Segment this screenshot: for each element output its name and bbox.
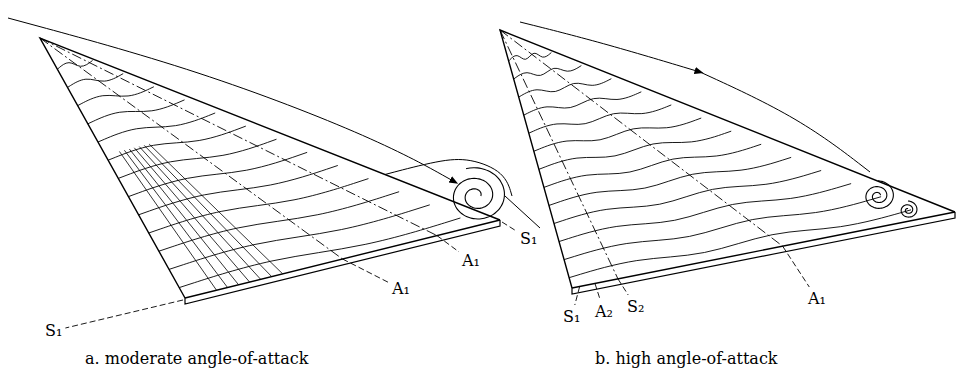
surface-streamline	[78, 87, 154, 106]
surface-streamline	[68, 74, 124, 88]
leader-line	[437, 236, 459, 252]
surface-streamline	[544, 144, 761, 187]
vortex-axis-extension	[505, 196, 540, 228]
surface-streamline	[569, 210, 911, 278]
attached-flow-line	[124, 150, 227, 287]
leading-edge	[40, 38, 500, 298]
vortex-sheet	[385, 160, 512, 196]
attached-flow-line	[129, 149, 238, 285]
attachment-line	[40, 38, 437, 236]
surface-streamline	[179, 218, 460, 288]
incoming-streamline	[520, 22, 700, 72]
leader-line	[595, 283, 600, 300]
surface-streamline	[509, 52, 552, 60]
surface-streamline	[139, 165, 338, 214]
attached-flow-line	[144, 145, 271, 276]
trailing-edge	[572, 212, 955, 288]
surface-streamline	[128, 152, 307, 196]
surface-streamline	[534, 118, 701, 151]
surface-streamline	[514, 66, 582, 79]
surface-streamline	[564, 197, 881, 260]
surface-streamline	[539, 131, 731, 169]
attachment-line-label: A₁	[808, 290, 826, 308]
surface-streamline	[524, 92, 642, 115]
surface-streamline	[98, 113, 215, 142]
surface-streamline	[118, 139, 276, 178]
surface-streamline	[529, 105, 671, 133]
secondary-vortex	[901, 201, 917, 217]
attachment-line	[500, 30, 783, 246]
surface-streamline	[169, 205, 430, 270]
leader-line	[575, 286, 580, 305]
panel-a	[8, 18, 540, 304]
primary-vortex	[453, 168, 504, 219]
subfigure-caption: a. moderate angle-of-attack	[85, 350, 308, 368]
separation-line-label: S₁	[45, 322, 62, 340]
leader-line	[502, 222, 517, 231]
streamline-into-vortex	[8, 18, 455, 182]
attached-flow-line	[134, 148, 249, 282]
surface-streamline	[57, 60, 92, 69]
separation-line-label: S₁	[520, 230, 537, 248]
attachment-line-label: A₁	[392, 280, 410, 298]
leader-line	[618, 279, 628, 295]
attachment-line-label: A₂	[595, 303, 613, 321]
subfigure-caption: b. high angle-of-attack	[595, 350, 778, 368]
leader-line	[783, 246, 810, 287]
leading-edge	[500, 30, 955, 288]
trailing-edge	[185, 220, 500, 298]
primary-vortex	[866, 181, 893, 209]
attached-flow-line	[119, 151, 216, 290]
separation-line	[500, 30, 618, 279]
panel-b	[500, 22, 955, 294]
attached-flow-line	[149, 144, 282, 274]
surface-streamline	[519, 79, 612, 97]
trailing-edge-thickness	[572, 212, 955, 294]
attached-flow-line	[139, 147, 260, 280]
separation-line-label: S₁	[563, 308, 580, 326]
leader-line	[65, 300, 183, 328]
incoming-streamline	[700, 72, 870, 172]
surface-streamline	[159, 192, 399, 251]
separation-line-label: S₂	[627, 298, 644, 316]
surface-streamline	[549, 157, 791, 205]
surface-streamline	[149, 179, 369, 233]
leader-line	[343, 259, 390, 283]
attachment-line-label: A₁	[462, 252, 480, 270]
surface-streamline	[88, 100, 185, 124]
